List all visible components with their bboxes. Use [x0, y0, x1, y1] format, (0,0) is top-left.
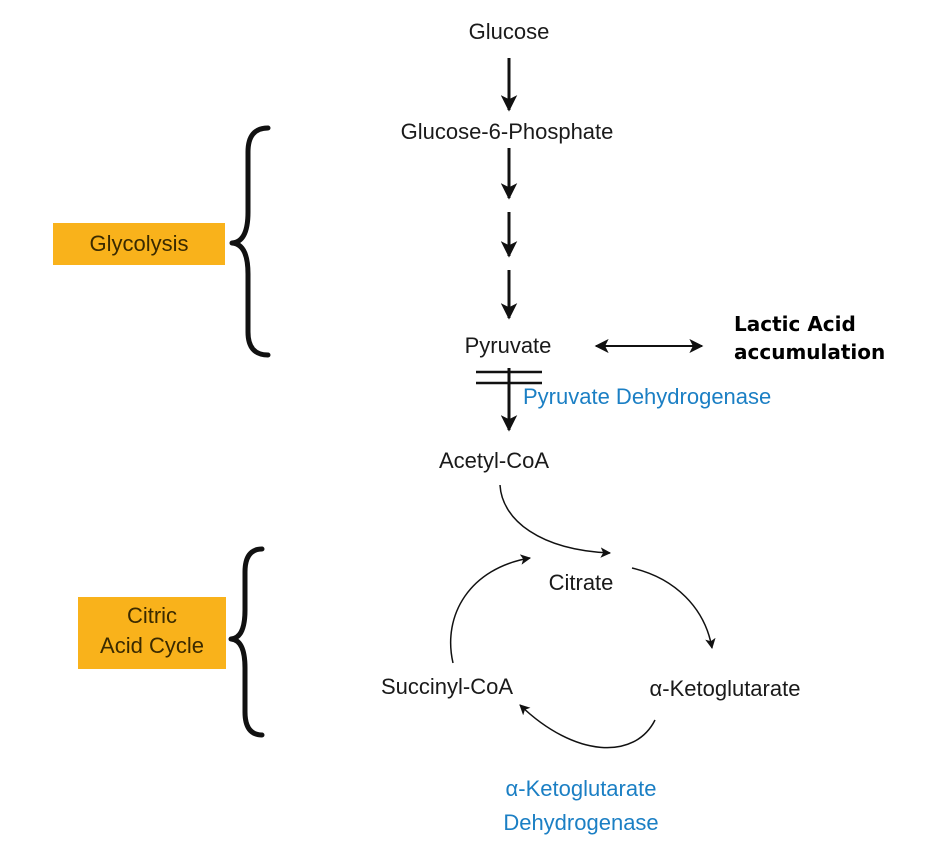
pyruvate-dehydrogenase-label: Pyruvate Dehydrogenase — [523, 384, 772, 409]
arrow-acetylcoa-to-citrate — [499, 484, 612, 558]
cac-brace — [228, 546, 265, 738]
succinyl-coa-label: Succinyl-CoA — [380, 674, 514, 699]
glycolysis-label: Glycolysis — [89, 231, 189, 256]
arrow-akg-to-succinyl — [519, 704, 656, 749]
lactic-acid-line1: Lactic Acid — [734, 312, 856, 336]
acetyl-coa-label: Acetyl-CoA — [438, 448, 550, 473]
citric-acid-cycle-line2: Acid Cycle — [100, 632, 204, 658]
pyruvate-label: Pyruvate — [464, 333, 552, 358]
akg-dehydrogenase-line2: Dehydrogenase — [503, 810, 659, 835]
arrow-citrate-to-akg — [631, 567, 716, 650]
akg-dehydrogenase-line1: α-Ketoglutarate — [505, 776, 657, 801]
citric-acid-cycle-box: Citric Acid Cycle — [78, 597, 226, 669]
glycolysis-box: Glycolysis — [53, 223, 225, 265]
arrow-succinyl-to-citrate — [449, 554, 532, 664]
lactic-acid-accumulation: Lactic Acid accumulation — [734, 310, 885, 366]
glycolysis-brace — [229, 125, 271, 358]
citrate-label: Citrate — [548, 570, 614, 595]
glucose-6-phosphate-label: Glucose-6-Phosphate — [400, 119, 614, 144]
glucose-label: Glucose — [468, 19, 550, 44]
lactic-acid-line2: accumulation — [734, 340, 886, 364]
alpha-ketoglutarate-label: α-Ketoglutarate — [649, 676, 801, 701]
citric-acid-cycle-line1: Citric — [126, 603, 178, 628]
